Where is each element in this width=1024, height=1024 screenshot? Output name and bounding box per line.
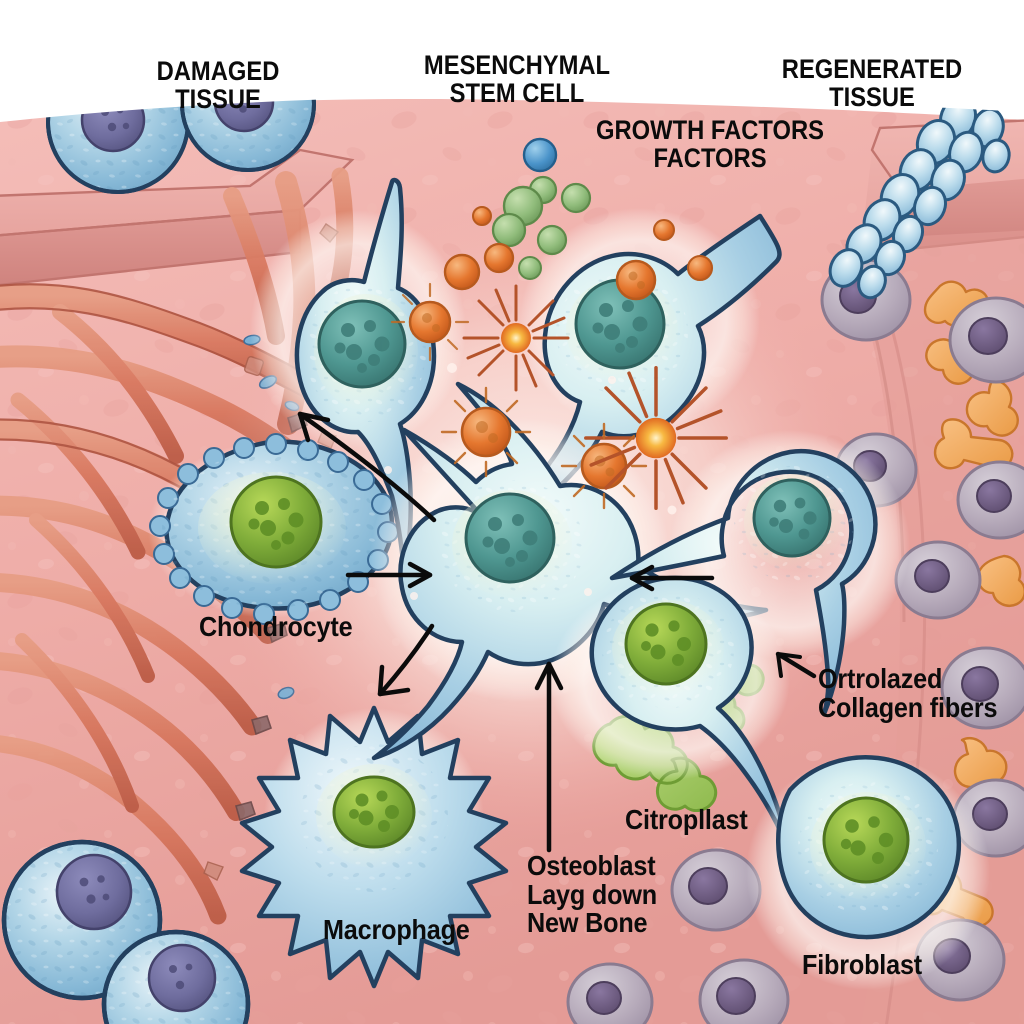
mesenchymal-stem-cell-4 <box>609 430 910 717</box>
arrow-to-osteoblast <box>534 661 564 853</box>
mesenchymal-stem-cell-2 <box>479 208 782 535</box>
arrow-group <box>297 411 817 853</box>
damaged-tissue-cell-group-bottom <box>1 839 251 1024</box>
macrophage-cell <box>239 705 509 989</box>
chondrocyte-cell <box>148 433 399 625</box>
growth-factor-particles <box>384 137 714 600</box>
arrow-to-upper-left <box>297 411 437 523</box>
title-band <box>0 0 1024 122</box>
mesenchymal-stem-cell-1 <box>250 177 466 575</box>
arrow-from-right-msc <box>629 564 715 592</box>
arrow-to-macrophage <box>377 623 435 697</box>
arrow-from-chondrocyte <box>345 561 433 589</box>
fibroblast-cell <box>746 754 990 990</box>
osteoblast-cell <box>550 575 791 851</box>
arrow-to-collagen-fibers <box>775 651 817 679</box>
regenerated-tissue-cell-cluster <box>828 95 1011 300</box>
signal-burst-group <box>390 282 728 510</box>
